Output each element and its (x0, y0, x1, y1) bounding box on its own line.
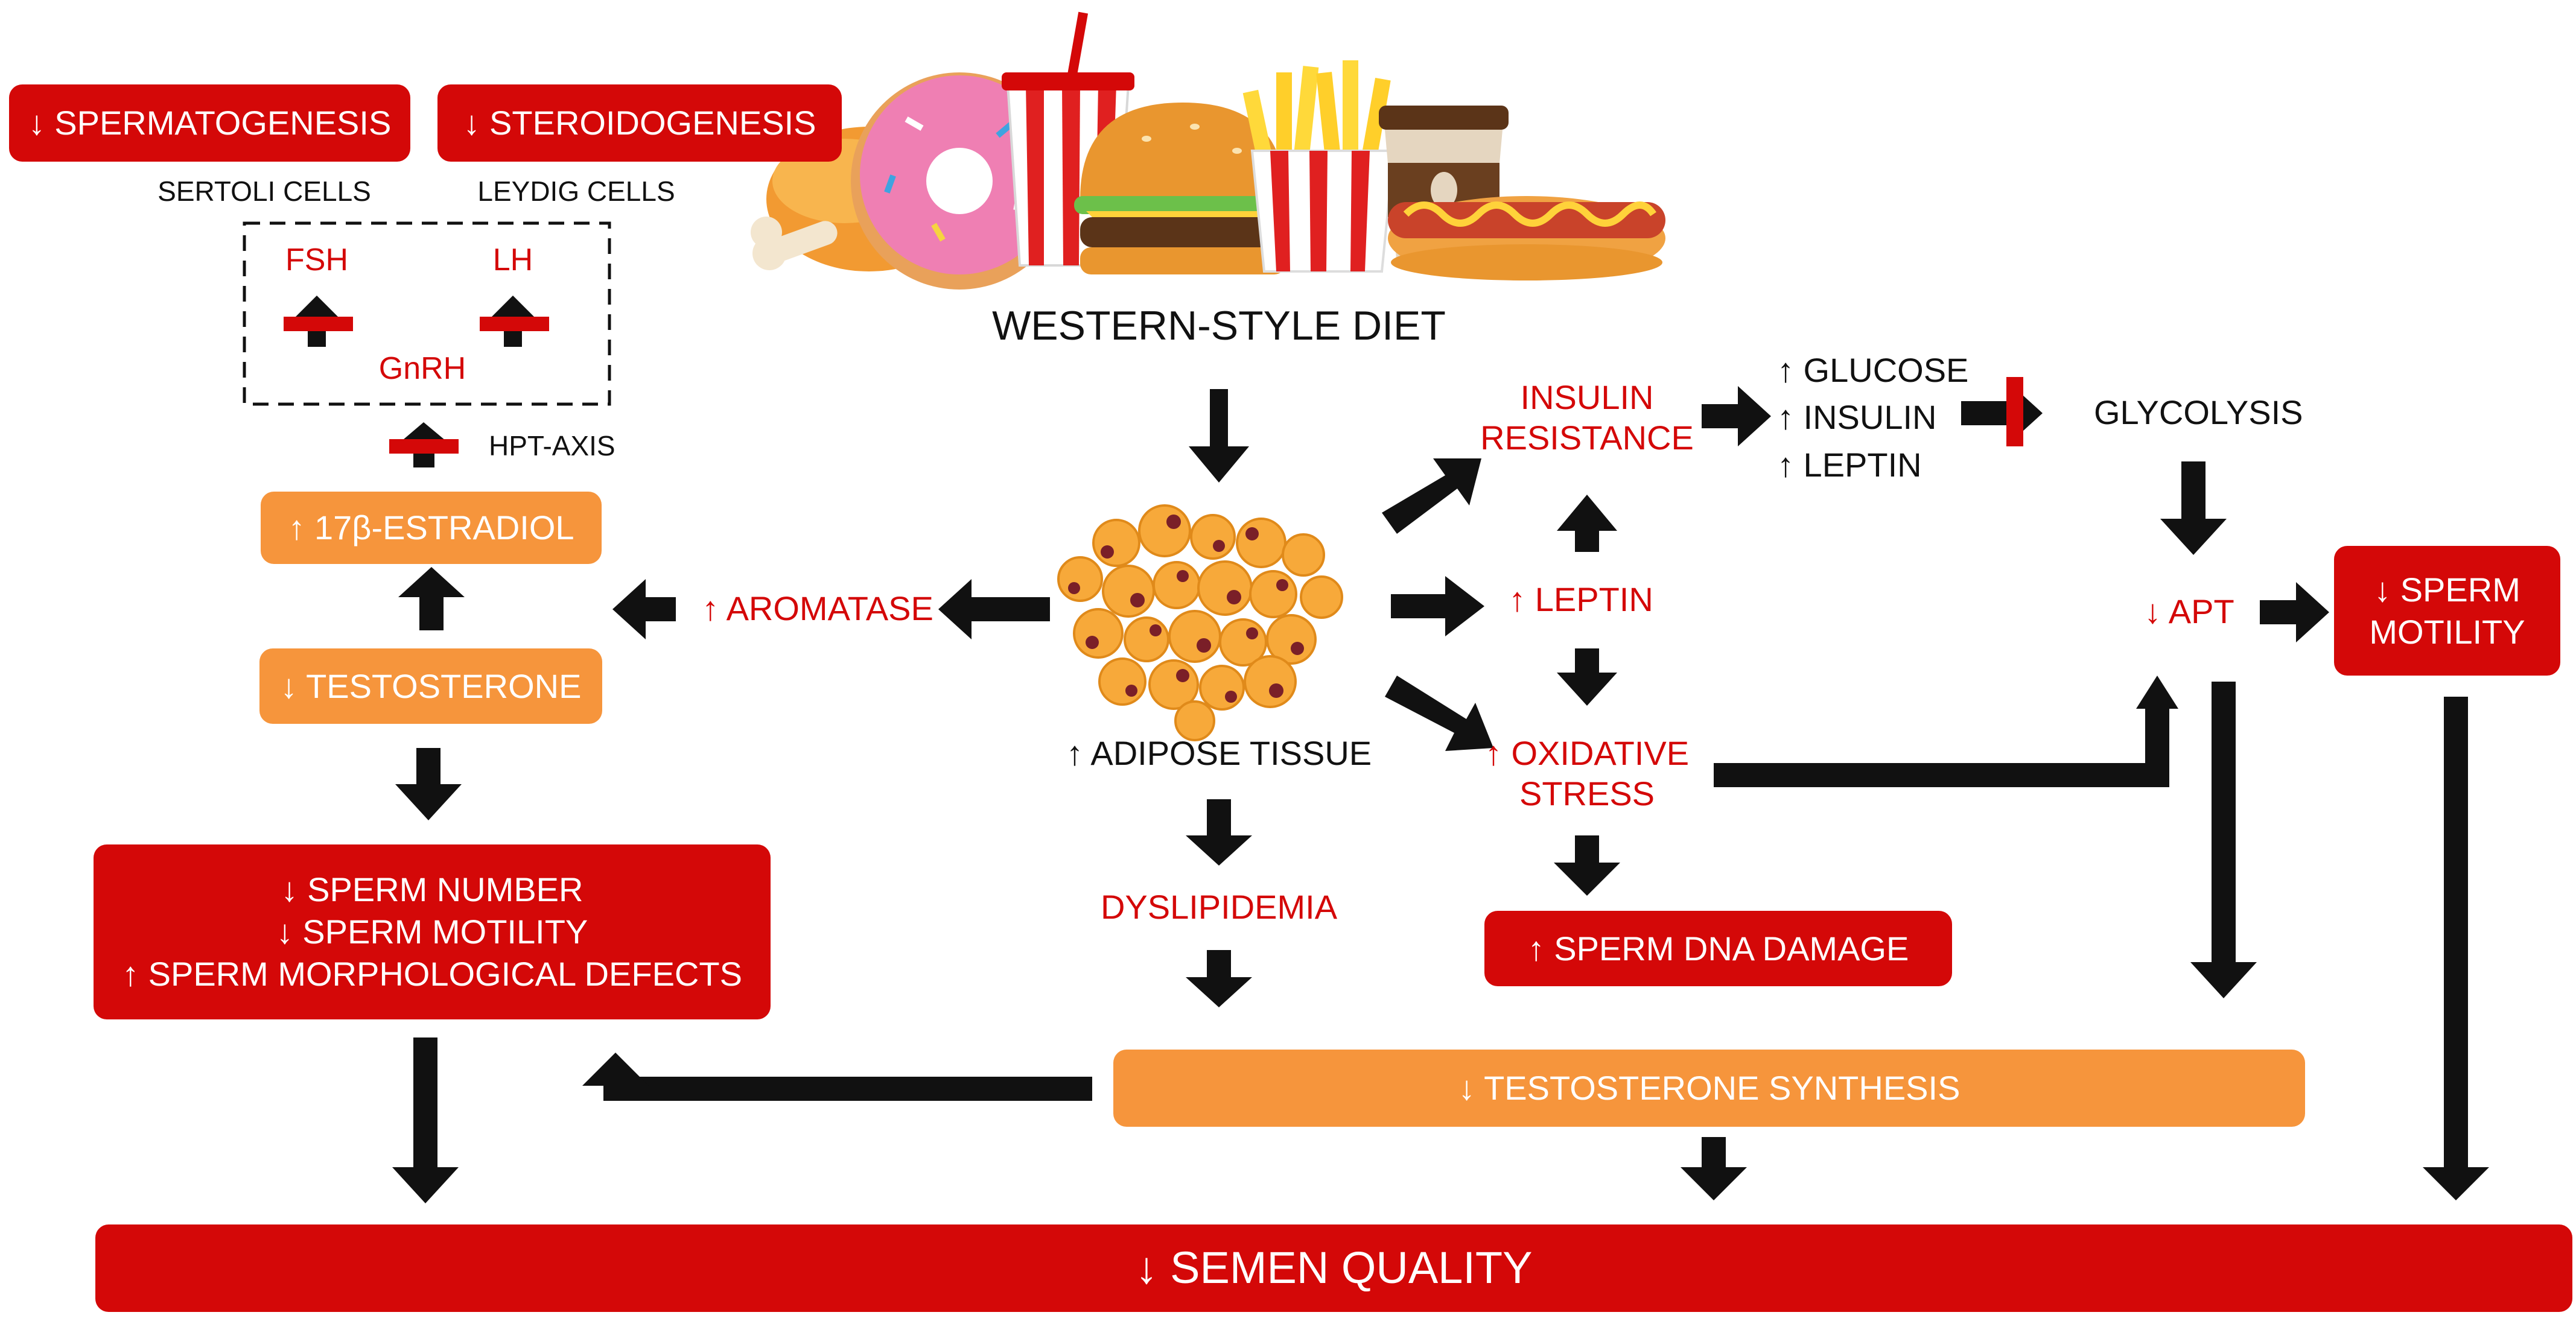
steroidogenesis-label: ↓ STEROIDOGENESIS (463, 104, 816, 142)
glycolysis-label: GLYCOLYSIS (2094, 393, 2303, 431)
glucose-label: ↑ GLUCOSE (1777, 351, 1969, 389)
lh-label: LH (492, 242, 533, 277)
hpt-axis-label: HPT-AXIS (489, 430, 615, 461)
sperm-morphology-label: ↑ SPERM MORPHOLOGICAL DEFECTS (122, 955, 742, 993)
dna-damage-label: ↑ SPERM DNA DAMAGE (1527, 929, 1909, 968)
leptin-metabolic-label: ↑ LEPTIN (1777, 445, 1922, 484)
arrow-oxidative-to-apt (1714, 709, 2169, 787)
arrow-insulin-to-metabolic (1702, 386, 1771, 446)
spermatogenesis-box: ↓ SPERMATOGENESIS (9, 84, 410, 162)
sperm-motility-line2: MOTILITY (2369, 612, 2525, 651)
dna-damage-box: ↑ SPERM DNA DAMAGE (1484, 911, 1952, 986)
testosterone-box: ↓ TESTOSTERONE (259, 648, 602, 724)
insulin-resistance-label: INSULIN RESISTANCE (1480, 377, 1694, 458)
spermatogenesis-label: ↓ SPERMATOGENESIS (28, 104, 392, 142)
arrow-testosterone-to-sperm (395, 748, 462, 820)
sperm-effects-box: ↓ SPERM NUMBER ↓ SPERM MOTILITY ↑ SPERM … (94, 844, 771, 1019)
testosterone-synthesis-box: ↓ TESTOSTERONE SYNTHESIS (1113, 1050, 2305, 1127)
arrow-apt-to-motility (2260, 582, 2329, 642)
adipose-cells-icon (1057, 504, 1343, 741)
arrow-diet-to-adipose (1189, 389, 1249, 483)
testosterone-label: ↓ TESTOSTERONE (280, 667, 582, 705)
semen-quality-label: ↓ SEMEN QUALITY (1135, 1243, 1533, 1293)
estradiol-box: ↑ 17β-ESTRADIOL (261, 492, 602, 564)
estradiol-label: ↑ 17β-ESTRADIOL (288, 508, 574, 546)
testosterone-synthesis-label: ↓ TESTOSTERONE SYNTHESIS (1458, 1069, 1961, 1107)
arrow-adipose-to-leptin (1391, 576, 1484, 636)
oxidative-stress-line2: STRESS (1519, 775, 1655, 813)
arrow-testosterone-to-estradiol (398, 567, 465, 630)
block-bar-hpt (389, 439, 459, 454)
arrow-dyslipidemia-to-synthesis (1186, 950, 1252, 1007)
insulin-label: ↑ INSULIN (1777, 398, 1937, 437)
apt-label: ↓ APT (2144, 592, 2234, 630)
block-bar-glycolysis (2006, 377, 2023, 446)
arrow-sperm-to-semen (392, 1037, 459, 1203)
oxidative-stress-label: ↑ OXIDATIVE STRESS (1485, 733, 1689, 814)
sperm-motility-line1: ↓ SPERM (2374, 570, 2520, 609)
steroidogenesis-box: ↓ STEROIDOGENESIS (437, 84, 842, 162)
burger-icon (1074, 103, 1291, 274)
block-bar-lh (480, 317, 549, 331)
diet-label: WESTERN-STYLE DIET (992, 303, 1446, 349)
adipose-label: ↑ ADIPOSE TISSUE (1066, 734, 1372, 772)
adipose-nuclei (1068, 515, 1304, 703)
aromatase-label: ↑ AROMATASE (702, 589, 933, 627)
hotdog-icon (1388, 196, 1665, 280)
arrow-adipose-to-oxidative (1385, 676, 1493, 751)
arrow-adipose-to-dyslipidemia (1186, 799, 1252, 866)
leydig-label: LEYDIG CELLS (477, 176, 675, 207)
arrow-leptin-to-oxidative (1557, 648, 1617, 706)
sperm-number-label: ↓ SPERM NUMBER (281, 870, 584, 908)
arrow-apt-to-synthesis (2190, 682, 2257, 998)
arrow-synthesis-to-semen (1681, 1137, 1747, 1200)
leptin-label: ↑ LEPTIN (1509, 580, 1653, 618)
arrow-adipose-to-insulin (1382, 458, 1481, 534)
fsh-label: FSH (285, 242, 348, 277)
arrow-oxidative-to-dna (1554, 835, 1620, 896)
food-illustration (751, 11, 1665, 290)
arrow-adipose-to-aromatase (938, 579, 1050, 639)
insulin-resistance-line2: RESISTANCE (1480, 419, 1694, 457)
gnrh-label: GnRH (378, 351, 466, 386)
block-bar-fsh (284, 317, 353, 331)
arrow-aromatase-to-left (612, 579, 676, 639)
arrow-glycolysis-to-apt (2160, 461, 2227, 555)
metabolic-label: ↑ GLUCOSE ↑ INSULIN ↑ LEPTIN (1777, 347, 1968, 489)
semen-quality-box: ↓ SEMEN QUALITY (95, 1224, 2572, 1312)
dyslipidemia-label: DYSLIPIDEMIA (1100, 888, 1338, 926)
sertoli-label: SERTOLI CELLS (157, 176, 371, 207)
arrows (284, 296, 2489, 1203)
insulin-resistance-line1: INSULIN (1520, 378, 1654, 416)
arrow-motility-to-semen (2423, 697, 2489, 1200)
sperm-motility-label: ↓ SPERM MOTILITY (276, 913, 588, 951)
arrow-leptin-to-insulin (1557, 495, 1617, 552)
oxidative-stress-line1: ↑ OXIDATIVE (1484, 734, 1690, 772)
fries-icon (1242, 60, 1396, 273)
sperm-motility-box: ↓ SPERM MOTILITY (2334, 546, 2560, 676)
arrow-metabolic-to-glycolysis (1961, 383, 2043, 443)
hpt-dashed-box (243, 221, 611, 406)
